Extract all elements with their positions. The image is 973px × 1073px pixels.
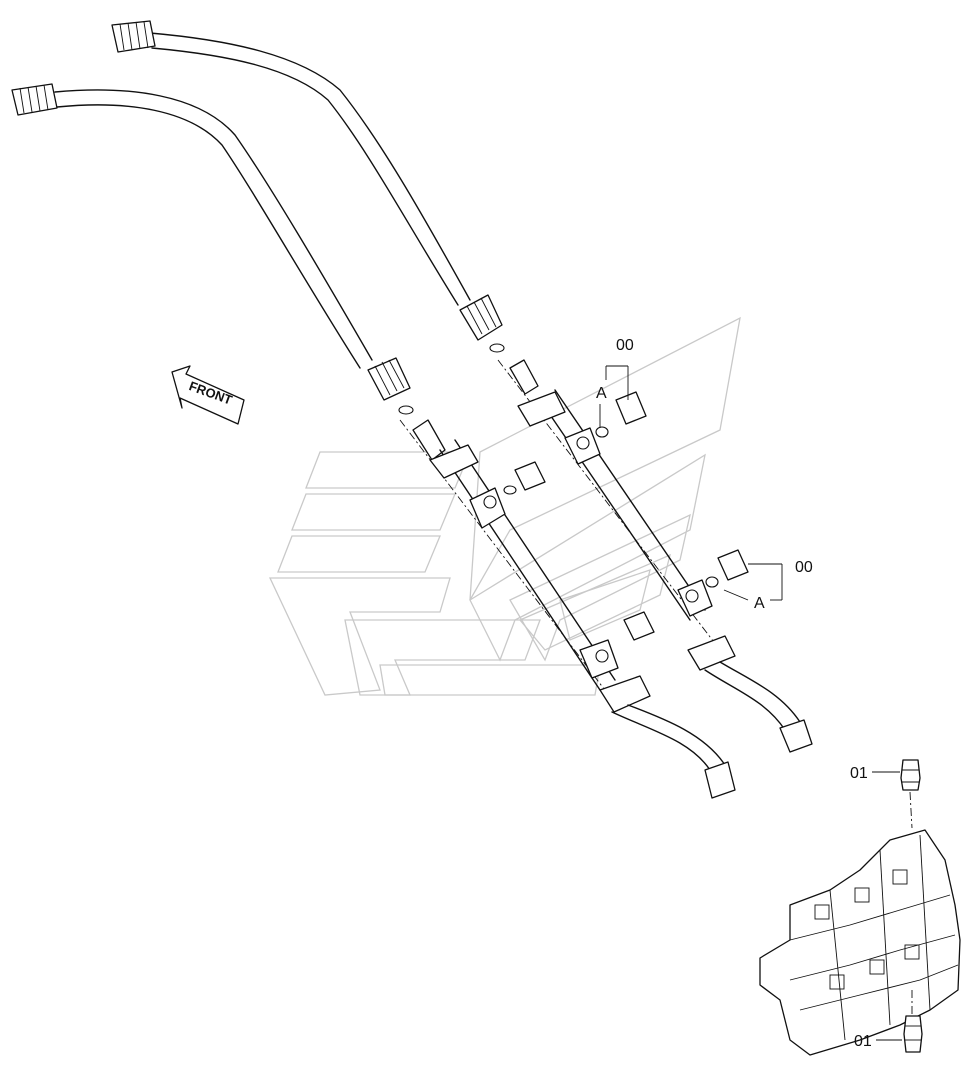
control-valve: [759, 829, 961, 1056]
lower-hose: [11, 83, 414, 415]
fitting-01-top: 01: [850, 759, 921, 829]
callout-01-bottom: 01: [854, 1033, 872, 1050]
callout-01-top: 01: [850, 765, 868, 782]
watermark-logo: [268, 316, 741, 696]
callout-a-upper: A: [596, 385, 607, 402]
callout-upper: 00 A: [596, 337, 634, 428]
callout-right: 00 A: [723, 559, 813, 612]
left-pipe-assembly: [399, 419, 736, 799]
right-pipe-assembly: [497, 359, 813, 753]
front-arrow: FRONT: [171, 365, 245, 425]
fitting-01-bottom: 01: [854, 990, 923, 1053]
callout-00-right: 00: [795, 559, 813, 576]
upper-hose: [111, 20, 505, 353]
callout-a-right: A: [754, 595, 765, 612]
callout-00-upper: 00: [616, 337, 634, 354]
